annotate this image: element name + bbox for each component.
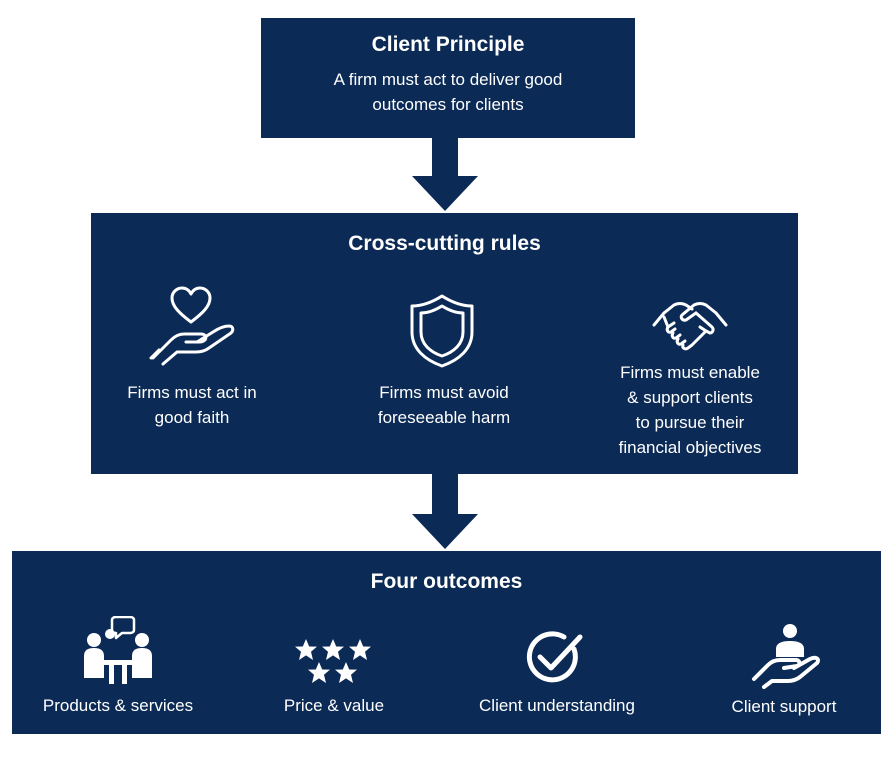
cross-cutting-rules-box: Cross-cutting rules Firms must act in go… — [91, 213, 798, 474]
check-circle-icon — [526, 631, 583, 683]
outcome-4-label: Client support — [731, 697, 837, 716]
client-principle-text-line-2: outcomes for clients — [372, 95, 524, 114]
client-principle-text-line-1: A firm must act to deliver good — [333, 70, 563, 89]
rule-3-text-line-1: Firms must enable — [620, 363, 760, 382]
rule-3-text-line-2: & support clients — [627, 388, 753, 407]
rule-3-text-line-4: financial objectives — [618, 438, 762, 457]
down-arrow-icon — [412, 138, 478, 211]
rule-1-text-line-1: Firms must act in — [127, 383, 257, 402]
stars-icon — [295, 639, 371, 683]
outcome-2-label: Price & value — [283, 696, 385, 715]
down-arrow-icon — [412, 474, 478, 549]
rule-2-text-line-1: Firms must avoid — [379, 383, 509, 402]
client-principle-box: Client Principle A firm must act to deli… — [261, 18, 635, 138]
cross-cutting-rules-title: Cross-cutting rules — [348, 232, 541, 255]
meeting-icon — [84, 616, 152, 684]
client-principle-title: Client Principle — [371, 33, 525, 56]
rule-2-text-line-2: foreseeable harm — [377, 408, 511, 427]
outcome-1-label: Products & services — [42, 696, 194, 715]
heart-hand-icon — [149, 286, 235, 366]
outcome-3-label: Client understanding — [479, 696, 635, 715]
rule-3-text-line-3: to pursue their — [635, 413, 745, 432]
handshake-icon — [652, 302, 728, 351]
shield-icon — [410, 294, 474, 368]
rule-1-text-line-2: good faith — [154, 408, 230, 427]
four-outcomes-title: Four outcomes — [370, 570, 523, 593]
four-outcomes-box: Four outcomes Products & services Price … — [12, 551, 881, 734]
support-hand-icon — [752, 624, 820, 689]
